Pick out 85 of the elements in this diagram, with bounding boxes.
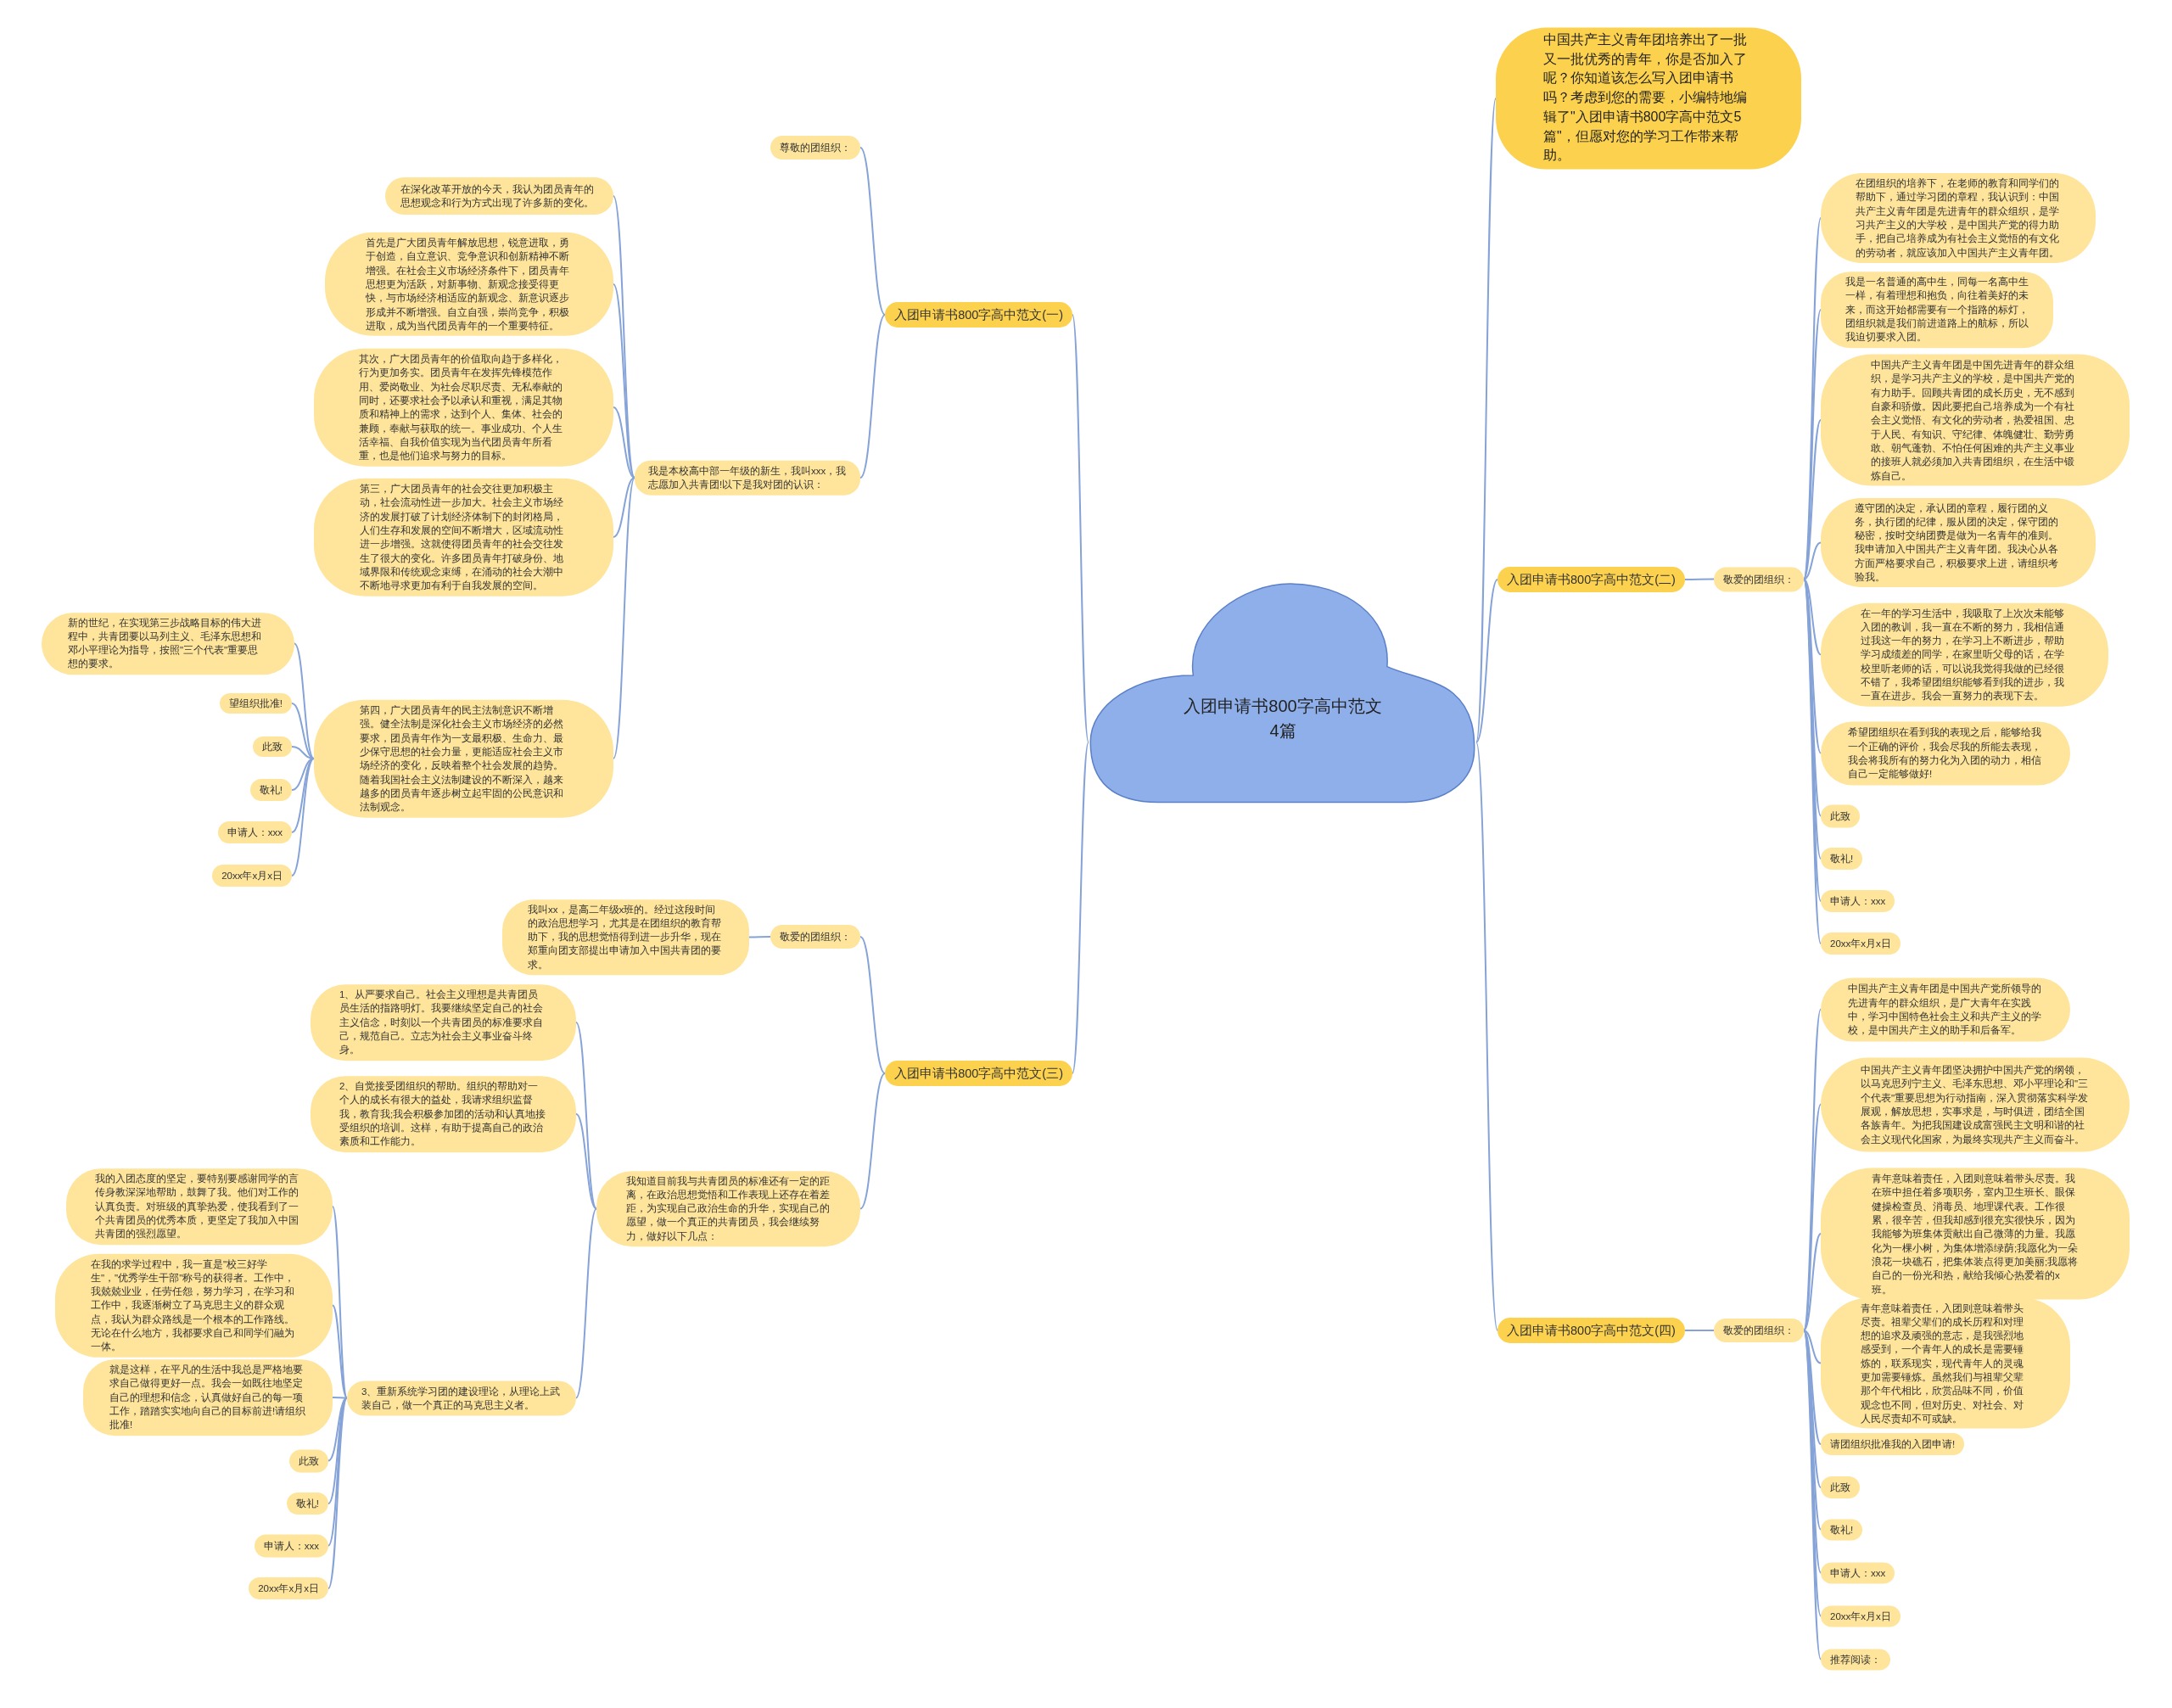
connector-line	[332, 1304, 348, 1399]
connector-line	[613, 406, 635, 479]
topic-bubble: 敬礼!	[286, 1492, 328, 1515]
connector-line	[1803, 1330, 1822, 1445]
topic-bubble: 就是这样，在平凡的生活中我总是严格地要求自己做得更好一点。我会一如既往地坚定自己的理想和信念，认真做好自己的每一项工作，踏踏实实地向自己的目标前进!请组织批准!	[83, 1359, 333, 1436]
connector-line	[1475, 98, 1497, 743]
connector-line	[327, 1397, 348, 1504]
topic-bubble: 中国共产主义青年团是中国共产党所领导的先进青年的群众组织，是广大青年在实践中，学习中国特色社会主义和共产主义的学校，是中国共产主义的助手和后备军。	[1821, 977, 2070, 1041]
topic-bubble: 敬礼!	[249, 779, 292, 801]
topic-bubble: 首先是广大团员青年解放思想，锐意进取，勇于创造，自立意识、竞争意识和创新精神不断增强。在社会主义市场经济条件下，团员青年思想更为活跃，对新事物、新观念接受得更快，与市场经济相适应的新观念、新意识逐步形成并不断增强。自立自强，崇尚竞争，积极进取，成为当代团员青年的一个重要特征。	[325, 232, 613, 337]
topic-bubble: 在深化改革开放的今天，我认为团员青年的思想观念和行为方式出现了许多新的变化。	[385, 177, 613, 215]
branch-bubble: 入团申请书800字高中范文(四)	[1497, 1318, 1685, 1343]
topic-bubble: 20xx年x月x日	[1821, 932, 1900, 955]
topic-bubble: 尊敬的团组织：	[770, 136, 860, 160]
topic-bubble: 此致	[1821, 804, 1860, 827]
topic-bubble: 我知道目前我与共青团员的标准还有一定的距离，在政治思想觉悟和工作表现上还存在着差距，为实现自己政治生命的升华，实现自己的愿望，做一个真正的共青团员，我会继续努力，做好以下几点：	[596, 1170, 860, 1247]
topic-bubble: 中国共产主义青年团是中国先进青年的群众组织，是学习共产主义的学校，是中国共产党的有力助手。回顾共青团的成长历史，无不感到自豪和骄傲。因此要把自己培养成为一个有社会主义觉悟、有文化的劳动者，热爱祖国、忠于人民、有知识、守纪律、体魄健壮、勤劳勇敢、朝气蓬勃、不怕任何困难的共产主义事业的接班人就必须加入共青团组织，在生活中锻炼自己。	[1821, 354, 2130, 486]
connector-line	[1475, 579, 1498, 743]
topic-bubble: 其次，广大团员青年的价值取向趋于多样化，行为更加务实。团员青年在发挥先锋模范作用、爱岗敬业、为社会尽职尽责、无私奉献的同时，还要求社会予以承认和重视，满足其物质和精神上的需求，达到个人、集体、社会的兼顾，奉献与获取的统一。事业成功、个人生活幸福、自我价值实现为当代团员青年所看重，也是他们追求与努力的目标。	[314, 348, 613, 467]
connector-line	[332, 1397, 348, 1399]
topic-bubble: 我是本校高中部一年级的新生，我叫xxx，我志愿加入共青团!以下是我对团的认识：	[635, 460, 860, 496]
topic-bubble: 遵守团的决定，承认团的章程，履行团的义务，执行团的纪律，服从团的决定，保守团的秘密，按时交纳团费是做为一名青年的准则。我申请加入中国共产主义青年团。我决心从各方面严格要求自己，积极要求上进，请组织考验我。	[1821, 497, 2096, 588]
topic-bubble: 第三，广大团员青年的社会交往更加积极主动，社会流动性进一步加大。社会主义市场经济的发展打破了计划经济体制下的封闭格局，人们生存和发展的空间不断增大，区域流动性进一步增强。这就使得团员青年的社会交往发生了很大的变化。许多团员青年打破身份、地域界限和传统观念束缚，在涌动的社会大潮中不断地寻求更加有利于自我发展的空间。	[314, 478, 613, 596]
connector-line	[1803, 578, 1822, 656]
branch-bubble: 入团申请书800字高中范文(三)	[885, 1061, 1072, 1086]
topic-bubble: 此致	[289, 1449, 328, 1472]
topic-bubble: 敬礼!	[1821, 848, 1863, 870]
topic-bubble: 此致	[1821, 1476, 1860, 1498]
topic-bubble: 申请人：xxx	[254, 1534, 328, 1557]
connector-line	[291, 703, 315, 759]
topic-bubble: 敬爱的团组织：	[1714, 1319, 1804, 1342]
connector-line	[575, 1022, 597, 1210]
topic-bubble: 20xx年x月x日	[249, 1577, 328, 1599]
topic-bubble: 青年意味着责任，入团则意味着带头尽责。我在班中担任着多项职务，室内卫生班长、眼保健操检查员、消毒员、地理课代表。工作很累，很辛苦，但我却感到很充实很快乐，因为我能够为班集体贡献出自己微薄的力量。我愿化为一棵小树，为集体增添绿荫;我愿化为一朵浪花一块礁石，把集体装点得更加美丽;我愿将自己的一份光和热，献给我倾心热爱着的x班。	[1821, 1168, 2130, 1300]
connector-line	[1475, 741, 1498, 1331]
topic-bubble: 第四，广大团员青年的民主法制意识不断增强。健全法制是深化社会主义市场经济的必然要求，团员青年作为一支最积极、生命力、最少保守思想的社会力量，更能适应社会主义市场经济的变化，反映着整个社会发展的趋势。随着我国社会主义法制建设的不断深入，越来越多的团员青年逐步树立起牢固的公民意识和法制观念。	[314, 699, 613, 818]
central-title: 入团申请书800字高中范文4篇	[1183, 696, 1383, 742]
topic-bubble: 20xx年x月x日	[1821, 1605, 1900, 1627]
connector-line	[859, 147, 887, 316]
connector-line	[1803, 1233, 1822, 1331]
topic-bubble: 敬爱的团组织：	[770, 925, 860, 949]
topic-bubble: 请团组织批准我的入团申请!	[1821, 1433, 1965, 1455]
connector-line	[291, 758, 315, 876]
connector-line	[1803, 419, 1822, 580]
topic-bubble: 新的世纪，在实现第三步战略目标的伟大进程中，共青团要以马列主义、毛泽东思想和邓小平理论为指导，按照"三个代表"重要思想的要求。	[42, 612, 294, 675]
branch-bubble: 入团申请书800字高中范文(二)	[1497, 567, 1685, 592]
topic-bubble: 我叫xx，是高二年级x班的。经过这段时间的政治思想学习，尤其是在团组织的教育帮助下，我的思想觉悟得到进一步升华，现在郑重向团支部提出申请加入中国共青团的要求。	[502, 899, 749, 976]
topic-bubble: 青年意味着责任，入团则意味着带头尽责。祖辈父辈们的成长历程和对理想的追求及顽强的意志，是我强烈地感受到，一个青年人的成长是需要锤炼的，联系现实，现代青年人的灵魂更加需要锤炼。虽然我们与祖辈父辈那个年代相比，欣赏品味不同，价值观念也不同，但对历史、对社会、对人民尽责却不可或缺。	[1821, 1297, 2070, 1429]
connector-line	[294, 642, 315, 759]
connector-line	[1072, 314, 1089, 743]
topic-bubble: 中国共产主义青年团坚决拥护中国共产党的纲领，以马克思列宁主义、毛泽东思想、邓小平理论和"三个代表"重要思想为行动指南，深入贯彻落实科学发展观，解放思想，实事求是，与时俱进，团结全国各族青年。为把我国建设成富强民主文明和谐的社会主义现代化国家，为最终实现共产主义而奋斗。	[1821, 1057, 2130, 1151]
connector-line	[859, 1072, 887, 1210]
topic-bubble: 敬礼!	[1821, 1519, 1863, 1540]
topic-bubble: 申请人：xxx	[1821, 1562, 1895, 1583]
connector-line	[859, 936, 887, 1074]
topic-bubble: 敬爱的团组织：	[1714, 567, 1804, 591]
topic-bubble: 1、从严要求自己。社会主义理想是共青团员员生活的指路明灯。我要继续坚定自己的社会主义信念，时刻以一个共青团员的标准要求自己，规范自己。立志为社会主义事业奋斗终身。	[311, 984, 576, 1061]
topic-bubble: 在一年的学习生活中，我吸取了上次次未能够入团的教训，我一直在不断的努力，我相信通过我这一年的努力，在学习上不断进步，帮助学习成绩差的同学，在家里听父母的话，在学校里听老师的话，可以说我觉得我做的已经很不错了，我希望团组织能够看到我的进步，我一直在进步。我会一直努力的表现下去。	[1821, 602, 2108, 707]
topic-bubble: 3、重新系统学习团的建设理论，从理论上武装自己，做一个真正的马克思主义者。	[347, 1380, 576, 1415]
connector-line	[859, 314, 887, 479]
branch-bubble: 入团申请书800字高中范文(一)	[885, 302, 1072, 328]
topic-bubble: 申请人：xxx	[1821, 890, 1895, 912]
topic-bubble: 此致	[253, 736, 292, 757]
connector-line	[1803, 541, 1822, 580]
topic-bubble: 我的入团态度的坚定，要特别要感谢同学的言传身教深深地帮助，鼓舞了我。他们对工作的认真负责。对班级的真挚热爱，使我看到了一个共青团员的优秀本质，更坚定了我加入中国共青团的强烈愿望。	[66, 1168, 333, 1245]
connector-line	[1683, 1330, 1715, 1331]
connector-line	[575, 1113, 597, 1210]
intro-bubble: 中国共产主义青年团培养出了一批又一批优秀的青年，你是否加入了呢？你知道该怎么写入团申请书吗？考虑到您的需要，小编特地编辑了"入团申请书800字高中范文5篇"，但愿对您的学习工作带来帮助。	[1496, 27, 1801, 170]
connector-line	[613, 477, 635, 759]
topic-bubble: 2、自觉接受团组织的帮助。组织的帮助对一个人的成长有很大的益处，我请求组织监督我，教育我;我会积极参加团的活动和认真地接受组织的培训。这样，有助于提高自己的政治素质和工作能力。	[311, 1076, 576, 1152]
connector-line	[613, 477, 635, 538]
topic-bubble: 希望团组织在看到我的表现之后，能够给我一个正确的评价，我会尽我的所能去表现，我会将我所有的努力化为入团的动力，相信自己一定能够做好!	[1821, 721, 2070, 785]
connector-line	[613, 283, 635, 479]
connector-line	[1683, 578, 1715, 580]
connector-line	[575, 1207, 597, 1399]
topic-bubble: 在团组织的培养下，在老师的教育和同学们的帮助下，通过学习团的章程，我认识到：中国共产主义青年团是先进青年的群众组织，是学习共产主义的大学校，是中国共产党的得力助手，把自己培养成为有社会主义觉悟的有文化的劳动者，就应该加入中国共产主义青年团。	[1821, 173, 2096, 263]
topic-bubble: 望组织批准!	[219, 693, 292, 714]
connector-line	[1803, 1330, 1822, 1364]
topic-bubble: 申请人：xxx	[217, 821, 292, 843]
topic-bubble: 推荐阅读：	[1821, 1649, 1890, 1670]
connector-line	[1072, 741, 1089, 1074]
topic-bubble: 在我的求学过程中，我一直是"校三好学生"，"优秀学生干部"称号的获得者。工作中，我兢兢业业，任劳任怨，努力学习，在学习和工作中，我逐渐树立了马克思主义的群众观点，我认为群众路线是一个根本的工作路线。无论在什么地方，我都要求自己和同学们融为一体。	[55, 1253, 333, 1358]
topic-bubble: 我是一名普通的高中生，同每一名高中生一样，有着理想和抱负，向往着美好的未来，而这开始都需要有一个指路的标灯，团组织就是我们前进道路上的航标，所以我迫切要求入团。	[1821, 272, 2053, 348]
topic-bubble: 20xx年x月x日	[212, 865, 292, 887]
connector-line	[748, 936, 771, 938]
